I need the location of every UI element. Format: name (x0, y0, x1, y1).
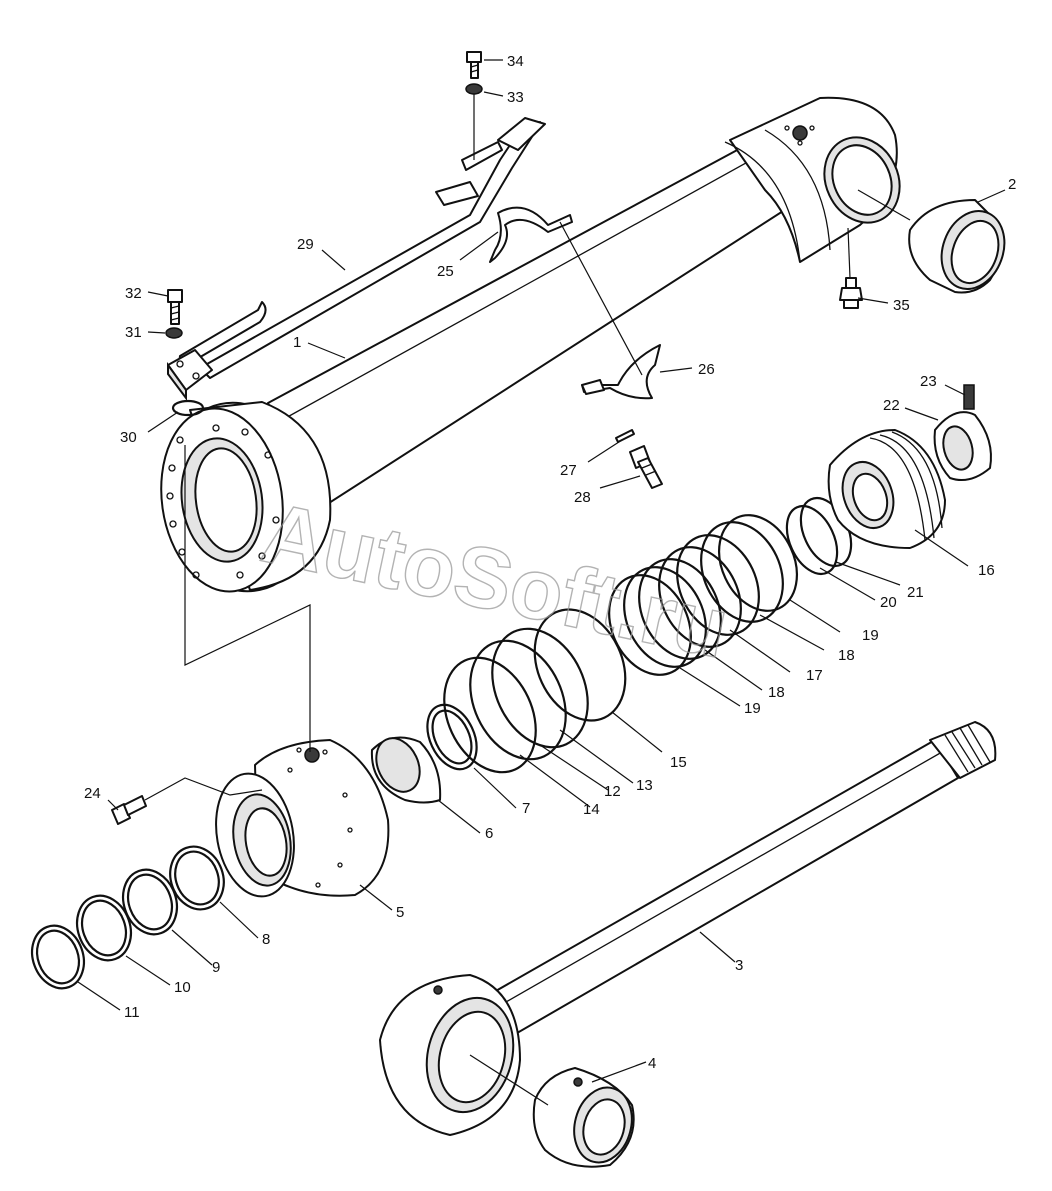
washer-31 (165, 327, 183, 339)
callout-18a: 18 (838, 647, 855, 664)
callout-9: 9 (212, 959, 220, 976)
callout-17: 17 (806, 667, 823, 684)
piston-16 (827, 429, 946, 549)
key-27 (615, 429, 635, 443)
callout-20: 20 (880, 594, 897, 611)
callout-19a: 19 (862, 627, 879, 644)
ring-14 (443, 656, 537, 774)
callout-18b: 18 (768, 684, 785, 701)
callout-31: 31 (125, 324, 142, 341)
callout-25: 25 (437, 263, 454, 280)
bushing-4 (532, 1067, 635, 1168)
callout-14: 14 (583, 801, 600, 818)
callout-11: 11 (124, 1004, 140, 1021)
callout-16: 16 (978, 562, 995, 579)
callout-23: 23 (920, 373, 937, 390)
callout-10: 10 (174, 979, 191, 996)
cylinder-head (215, 739, 390, 898)
bolt-24 (111, 795, 147, 825)
ring-12 (469, 639, 567, 761)
seal-11 (30, 924, 86, 990)
washer-33 (465, 83, 483, 95)
set-screw-23 (963, 384, 975, 410)
callout-15: 15 (670, 754, 687, 771)
callout-7: 7 (522, 800, 530, 817)
bushing-6 (370, 736, 442, 804)
callout-6: 6 (485, 825, 493, 842)
pipe-clamp-lower (581, 344, 661, 400)
callout-12: 12 (604, 783, 621, 800)
callout-27: 27 (560, 462, 577, 479)
callout-21: 21 (907, 584, 924, 601)
piston-rod (379, 721, 997, 1136)
callout-32: 32 (125, 285, 142, 302)
callout-22: 22 (883, 397, 900, 414)
callout-28: 28 (574, 489, 591, 506)
callout-35: 35 (893, 297, 910, 314)
bolt-32 (167, 289, 183, 325)
bolt-28 (629, 445, 663, 489)
bolt-34 (466, 51, 482, 79)
pipe-clamp-upper (489, 206, 573, 263)
callout-26: 26 (698, 361, 715, 378)
callout-19b: 19 (744, 700, 761, 717)
seal-10 (75, 894, 133, 962)
callout-8: 8 (262, 931, 270, 948)
callout-4: 4 (648, 1055, 656, 1072)
callout-2: 2 (1008, 176, 1016, 193)
callout-labels: 1 2 3 4 5 6 7 8 9 10 11 12 13 14 15 16 1… (84, 53, 1016, 1072)
callout-30: 30 (120, 429, 137, 446)
callout-33: 33 (507, 89, 524, 106)
callout-34: 34 (507, 53, 524, 70)
cylinder-tube (160, 96, 901, 593)
seal-7 (426, 703, 478, 771)
hydraulic-pipe (167, 117, 546, 401)
leader-lines (77, 59, 1006, 1106)
nut-22 (933, 411, 992, 481)
grease-nipple-35 (839, 277, 863, 309)
bushing-2 (908, 199, 1006, 294)
callout-24: 24 (84, 785, 101, 802)
callout-29: 29 (297, 236, 314, 253)
callout-5: 5 (396, 904, 404, 921)
o-ring-30 (171, 399, 205, 417)
watermark-text: AutoSoft.ru (254, 485, 737, 677)
callout-13: 13 (636, 777, 653, 794)
callout-1: 1 (293, 334, 301, 351)
ring-13 (491, 627, 589, 749)
callout-3: 3 (735, 957, 743, 974)
